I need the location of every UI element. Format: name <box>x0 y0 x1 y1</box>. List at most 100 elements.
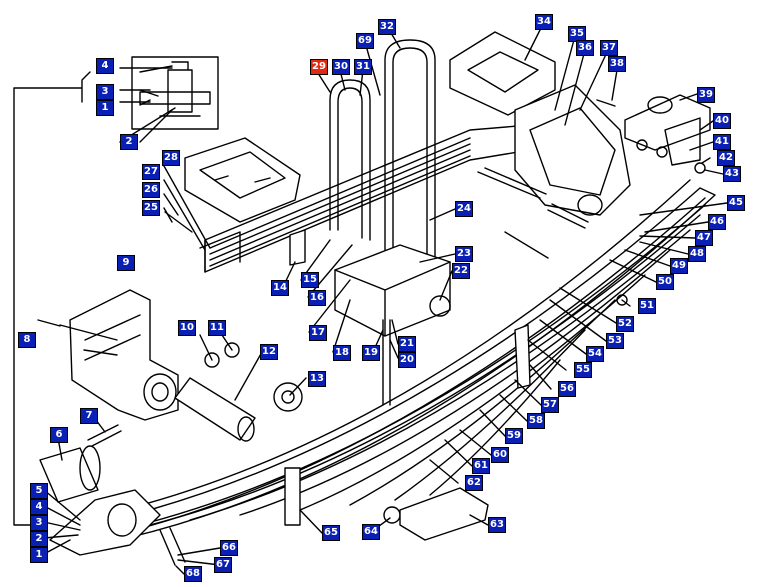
callout-8[interactable]: 8 <box>18 332 36 348</box>
pad-63 <box>399 487 489 541</box>
callout-49[interactable]: 49 <box>670 258 688 274</box>
callout-23[interactable]: 23 <box>455 246 473 262</box>
callout-58[interactable]: 58 <box>527 413 545 429</box>
callout-29-highlighted[interactable]: 29 <box>310 59 328 75</box>
callout-36[interactable]: 36 <box>576 40 594 56</box>
callout-51[interactable]: 51 <box>638 298 656 314</box>
callout-62[interactable]: 62 <box>465 475 483 491</box>
pin-7 <box>87 424 122 447</box>
bolt-diag <box>504 231 549 259</box>
callout-45[interactable]: 45 <box>727 195 745 211</box>
callout-15[interactable]: 15 <box>301 272 319 288</box>
seat-bracket-left <box>184 137 301 223</box>
callout-16[interactable]: 16 <box>308 290 326 306</box>
callout-13[interactable]: 13 <box>308 371 326 387</box>
callout-66[interactable]: 66 <box>220 540 238 556</box>
callout-54[interactable]: 54 <box>586 346 604 362</box>
callout-63[interactable]: 63 <box>488 517 506 533</box>
callout-40[interactable]: 40 <box>713 113 731 129</box>
callout-60[interactable]: 60 <box>491 447 509 463</box>
shackle-plate <box>624 94 711 151</box>
spring-eye <box>49 489 161 556</box>
callout-42[interactable]: 42 <box>717 150 735 166</box>
callout-11[interactable]: 11 <box>208 320 226 336</box>
callout-53[interactable]: 53 <box>606 333 624 349</box>
callout-34[interactable]: 34 <box>535 14 553 30</box>
callout-1[interactable]: 1 <box>30 547 48 563</box>
pin-long <box>477 167 547 199</box>
callout-3[interactable]: 3 <box>30 515 48 531</box>
centre-bolt <box>382 319 391 406</box>
callout-64[interactable]: 64 <box>362 524 380 540</box>
rear-shackle-bracket <box>514 84 631 216</box>
callout-43[interactable]: 43 <box>723 166 741 182</box>
callout-69[interactable]: 69 <box>356 33 374 49</box>
callout-2-inset[interactable]: 2 <box>120 134 138 150</box>
front-hanger-bracket <box>69 289 179 421</box>
callout-28[interactable]: 28 <box>162 150 180 166</box>
u-bolt-left <box>329 79 371 241</box>
callout-19[interactable]: 19 <box>362 345 380 361</box>
callout-59[interactable]: 59 <box>505 428 523 444</box>
callout-20[interactable]: 20 <box>398 352 416 368</box>
callout-10[interactable]: 10 <box>178 320 196 336</box>
nut-11 <box>224 342 240 358</box>
u-bolt-right <box>384 39 436 261</box>
callout-37[interactable]: 37 <box>600 40 618 56</box>
callout-24[interactable]: 24 <box>455 201 473 217</box>
callout-18[interactable]: 18 <box>333 345 351 361</box>
callout-12[interactable]: 12 <box>260 344 278 360</box>
callout-26[interactable]: 26 <box>142 182 160 198</box>
callout-50[interactable]: 50 <box>656 274 674 290</box>
callout-56[interactable]: 56 <box>558 381 576 397</box>
group-bracket <box>13 71 91 526</box>
main-leaf-spring <box>64 179 716 549</box>
callout-41[interactable]: 41 <box>713 134 731 150</box>
callout-55[interactable]: 55 <box>574 362 592 378</box>
callout-47[interactable]: 47 <box>695 230 713 246</box>
callout-7[interactable]: 7 <box>80 408 98 424</box>
callout-61[interactable]: 61 <box>472 458 490 474</box>
callout-4[interactable]: 4 <box>30 499 48 515</box>
nut-10 <box>204 352 220 368</box>
callout-57[interactable]: 57 <box>541 397 559 413</box>
callout-31[interactable]: 31 <box>354 59 372 75</box>
callout-30[interactable]: 30 <box>332 59 350 75</box>
callout-32[interactable]: 32 <box>378 19 396 35</box>
clamp-65 <box>284 467 301 526</box>
callout-9[interactable]: 9 <box>117 255 135 271</box>
bushing-6 <box>39 447 99 503</box>
pin-38 <box>596 99 616 107</box>
callout-3-inset[interactable]: 3 <box>96 84 114 100</box>
pin-short <box>547 203 589 229</box>
bolt-8 <box>37 319 61 327</box>
inset-box <box>131 56 219 130</box>
callout-48[interactable]: 48 <box>688 246 706 262</box>
clamp-14 <box>289 229 306 266</box>
clamp-55 <box>514 324 531 389</box>
callout-1-inset[interactable]: 1 <box>96 100 114 116</box>
callout-5[interactable]: 5 <box>30 483 48 499</box>
callout-67[interactable]: 67 <box>214 557 232 573</box>
callout-68[interactable]: 68 <box>184 566 202 582</box>
callout-39[interactable]: 39 <box>697 87 715 103</box>
callout-21[interactable]: 21 <box>398 336 416 352</box>
bolt-26 <box>164 211 193 233</box>
nut-22 <box>429 295 451 317</box>
callout-17[interactable]: 17 <box>309 325 327 341</box>
callout-52[interactable]: 52 <box>616 316 634 332</box>
callout-38[interactable]: 38 <box>608 56 626 72</box>
callout-4-inset[interactable]: 4 <box>96 58 114 74</box>
callout-14[interactable]: 14 <box>271 280 289 296</box>
callout-25[interactable]: 25 <box>142 200 160 216</box>
callout-27[interactable]: 27 <box>142 164 160 180</box>
pin-12 <box>174 377 256 441</box>
callout-22[interactable]: 22 <box>452 263 470 279</box>
callout-65[interactable]: 65 <box>322 525 340 541</box>
callout-6[interactable]: 6 <box>50 427 68 443</box>
spring-seat-block <box>334 244 451 337</box>
callout-46[interactable]: 46 <box>708 214 726 230</box>
callout-2[interactable]: 2 <box>30 531 48 547</box>
